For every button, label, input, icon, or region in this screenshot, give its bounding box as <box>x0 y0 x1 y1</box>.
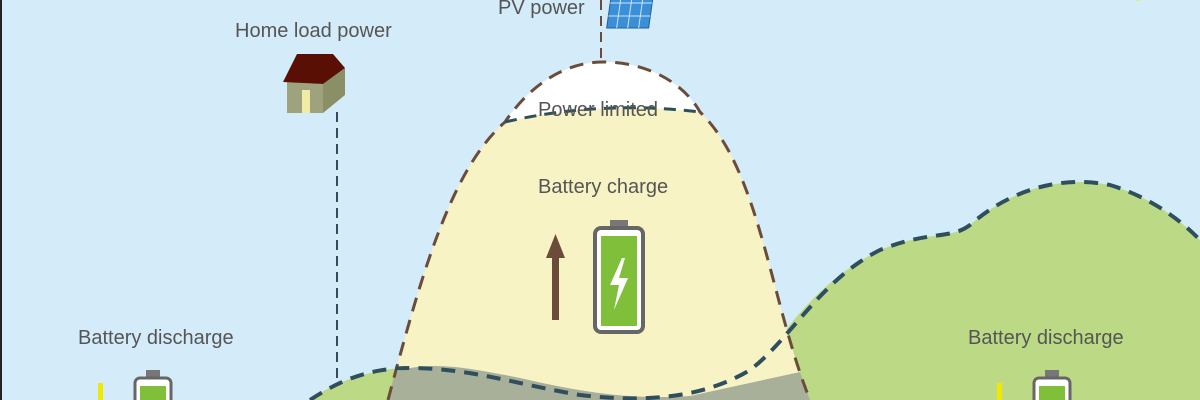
battery-discharge-icon-right <box>1032 370 1072 400</box>
charge-arrow-icon <box>546 234 565 320</box>
battery-discharge-label-right: Battery discharge <box>968 327 1124 349</box>
limit-line <box>504 106 701 124</box>
pv-power-curve <box>386 60 812 400</box>
discharge-arrow-icon-right <box>997 383 1002 400</box>
battery-charge-label: Battery charge <box>538 176 668 198</box>
sun-icon <box>1133 0 1143 1</box>
discharge-arrow-icon-left <box>98 383 103 400</box>
self-consumption-area <box>388 365 810 400</box>
solar-panel-icon <box>606 0 655 29</box>
left-border <box>0 0 2 400</box>
discharge-area-left <box>310 368 400 400</box>
home-load-curve <box>308 180 1200 400</box>
battery-charging-icon <box>593 220 645 334</box>
power-limited-label: Power limited <box>538 99 658 121</box>
battery-discharge-label-left: Battery discharge <box>78 327 234 349</box>
home-load-power-label: Home load power <box>235 20 392 42</box>
discharge-area-right <box>740 181 1200 400</box>
pv-power-label: PV power <box>498 0 585 19</box>
lightning-icon <box>610 258 628 310</box>
house-icon <box>283 54 345 113</box>
battery-discharge-icon-left <box>133 370 173 400</box>
